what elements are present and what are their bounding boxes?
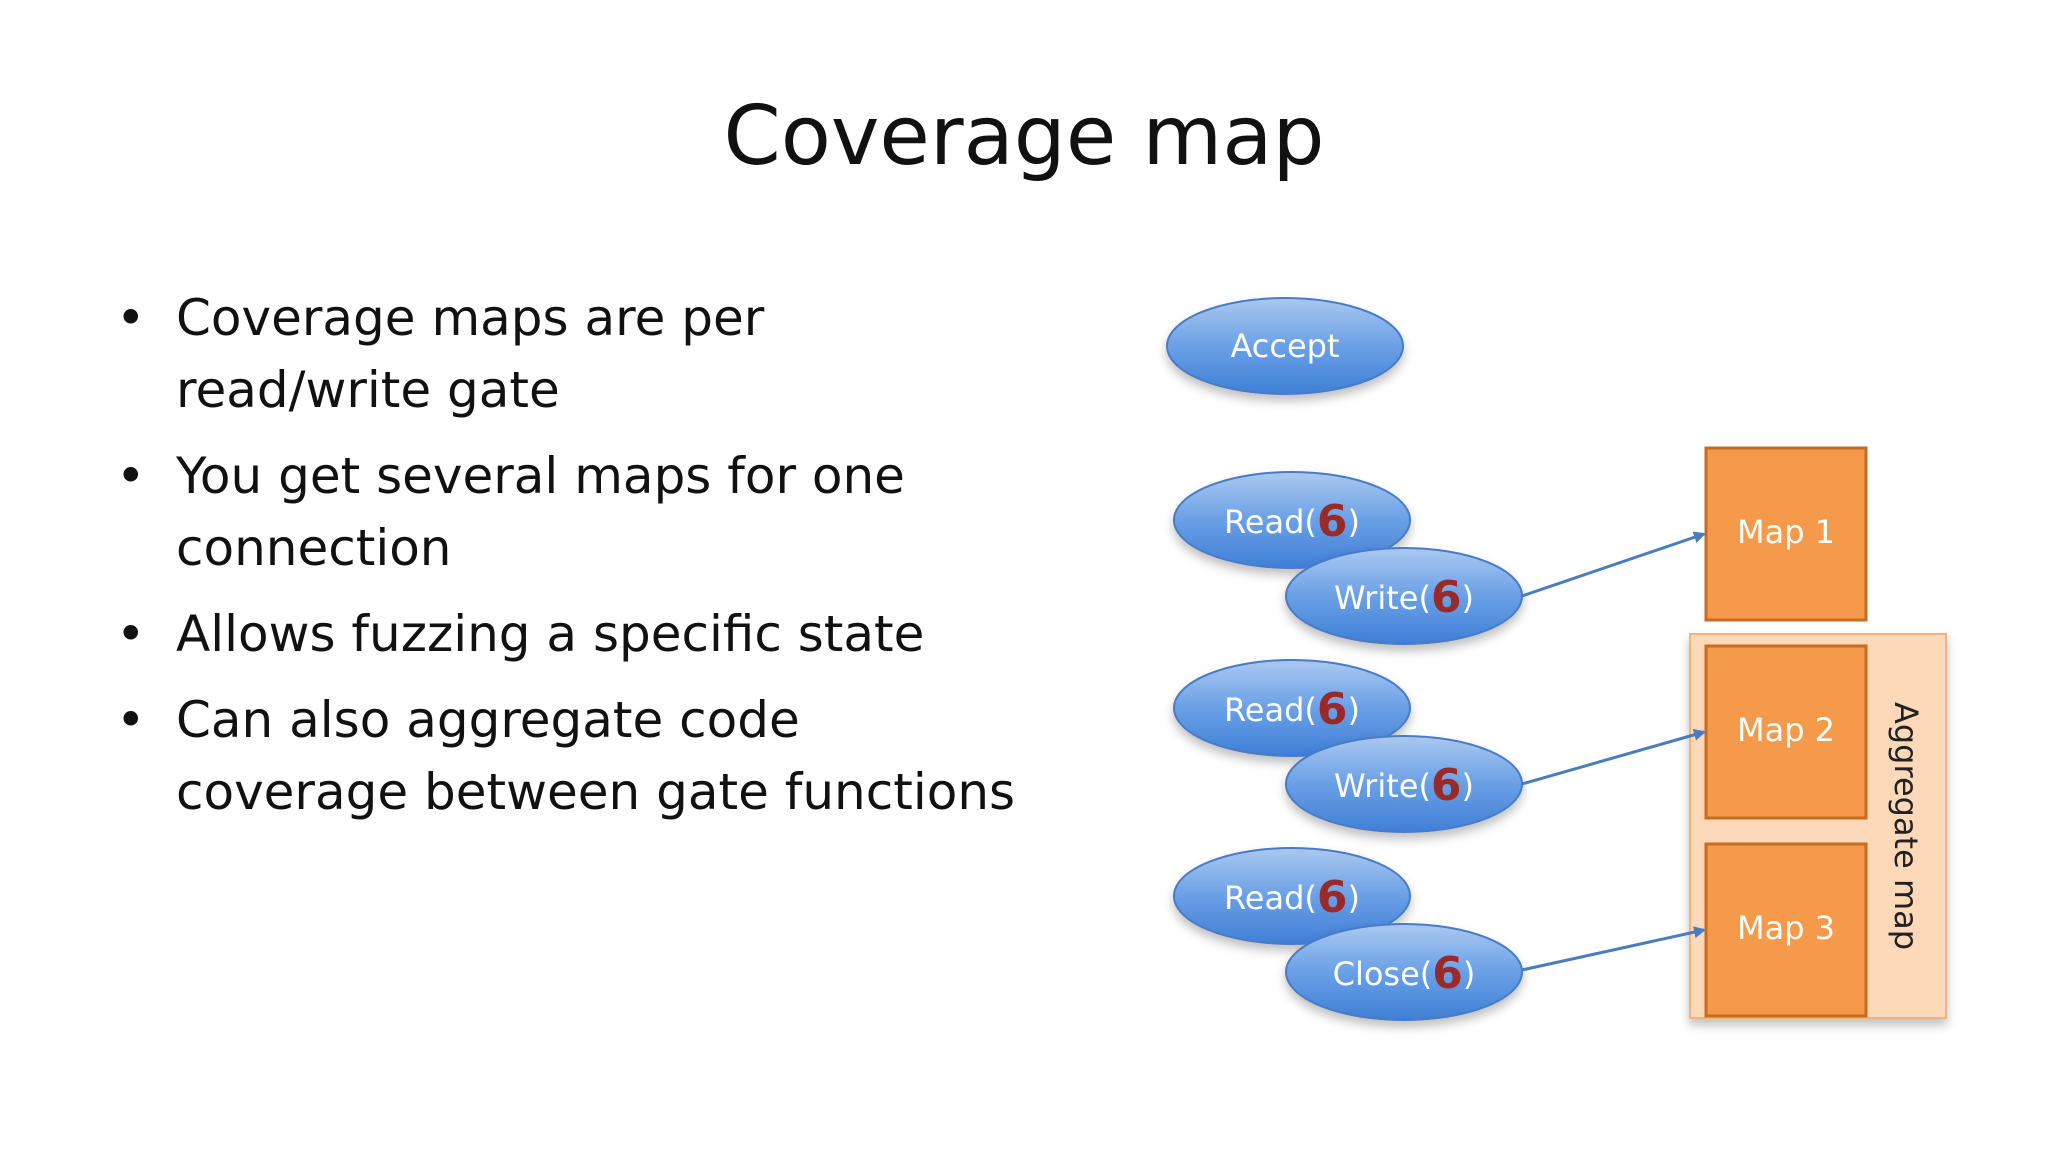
read-label: Read(6) bbox=[1224, 872, 1360, 923]
bullet-item: • Coverage maps are per read/write gate bbox=[116, 282, 1076, 426]
arrow-to-map-2 bbox=[1521, 728, 1706, 786]
close-label: Close(6) bbox=[1333, 948, 1476, 999]
aggregate-map-label: Aggregate map bbox=[1887, 702, 1925, 950]
bullet-item: • Allows fuzzing a specific state bbox=[116, 598, 1076, 670]
bullet-text-line2: connection bbox=[176, 519, 452, 577]
bullet-text-line2: coverage between gate functions bbox=[176, 763, 1016, 821]
write-node: Write(6) bbox=[1285, 735, 1523, 833]
close-node: Close(6) bbox=[1285, 923, 1523, 1021]
read-label: Read(6) bbox=[1224, 496, 1360, 547]
accept-label: Accept bbox=[1230, 327, 1339, 365]
slide-title: Coverage map bbox=[723, 89, 1325, 184]
bullet-item: • Can also aggregate code coverage betwe… bbox=[116, 684, 1076, 828]
bullet-item: • You get several maps for one connectio… bbox=[116, 440, 1076, 584]
map-3-label: Map 3 bbox=[1737, 909, 1835, 947]
arrow-to-map-3 bbox=[1521, 926, 1706, 972]
bullet-dot-icon: • bbox=[116, 691, 146, 749]
map-3-box: Map 3 bbox=[1704, 842, 1868, 1018]
map-1-box: Map 1 bbox=[1704, 446, 1868, 622]
arrow-to-map-1 bbox=[1521, 531, 1706, 598]
map-2-box: Map 2 bbox=[1704, 644, 1868, 820]
bullet-text-line1: Can also aggregate code bbox=[176, 691, 800, 749]
write-label: Write(6) bbox=[1334, 760, 1474, 811]
bullet-text-line1: You get several maps for one bbox=[176, 447, 905, 505]
bullet-dot-icon: • bbox=[116, 447, 146, 505]
bullet-list: • Coverage maps are per read/write gate … bbox=[116, 282, 1076, 842]
bullet-text-line2: read/write gate bbox=[176, 361, 560, 419]
read-node: Read(6) bbox=[1173, 659, 1411, 757]
write-label: Write(6) bbox=[1334, 572, 1474, 623]
read-label: Read(6) bbox=[1224, 684, 1360, 735]
bullet-text-line1: Allows fuzzing a specific state bbox=[176, 605, 925, 663]
bullet-dot-icon: • bbox=[116, 289, 146, 347]
bullet-text-line1: Coverage maps are per bbox=[176, 289, 765, 347]
accept-node: Accept bbox=[1166, 297, 1404, 395]
read-node: Read(6) bbox=[1173, 471, 1411, 569]
map-2-label: Map 2 bbox=[1737, 711, 1835, 749]
read-node: Read(6) bbox=[1173, 847, 1411, 945]
map-1-label: Map 1 bbox=[1737, 513, 1835, 551]
write-node: Write(6) bbox=[1285, 547, 1523, 645]
bullet-dot-icon: • bbox=[116, 605, 146, 663]
